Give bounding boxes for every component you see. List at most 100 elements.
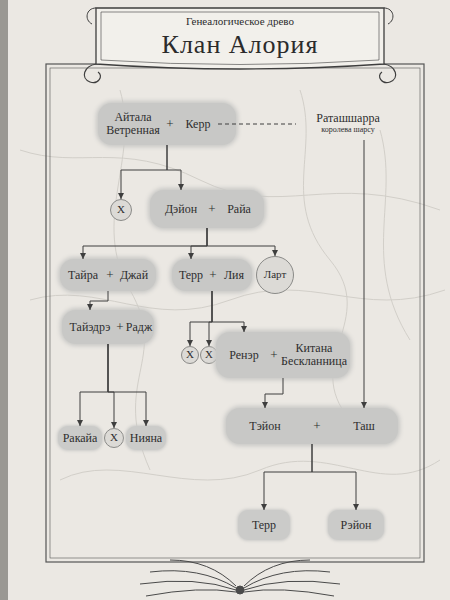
marriage-sign: +	[267, 332, 281, 378]
feather	[244, 581, 340, 590]
lineage-line	[121, 145, 167, 199]
person-name-text: Х	[205, 349, 213, 361]
person-circle: Х	[181, 346, 199, 364]
feather	[140, 581, 236, 590]
wings-ornament	[140, 560, 340, 596]
person-circle: Х	[110, 199, 132, 221]
marble-vein	[380, 130, 410, 340]
feather	[244, 571, 330, 588]
marriage-sign: +	[206, 259, 220, 291]
banner-curl	[87, 8, 96, 24]
frame-outer	[46, 64, 424, 562]
lineage-line	[364, 140, 365, 408]
person-name-text: Раташшарра	[316, 112, 380, 125]
person-name: Ренэр	[222, 332, 266, 378]
person-name-text: Дэйон	[165, 203, 197, 216]
frame-inner	[50, 68, 420, 558]
person-name-text: Ракайа	[63, 432, 98, 445]
lineage-line	[108, 344, 114, 428]
person-name-text: Китана Бескланница	[281, 342, 347, 367]
feather	[244, 560, 310, 586]
feather	[244, 590, 334, 596]
person-name-text: Райа	[227, 203, 251, 216]
person-name-text: Ренэр	[229, 349, 258, 362]
lineage-line	[83, 228, 207, 259]
marble-veins	[20, 90, 445, 480]
banner-body	[96, 8, 384, 69]
person-name-text: Рэйон	[341, 519, 372, 532]
marriage-sign: +	[310, 408, 324, 444]
connectors	[80, 124, 364, 510]
person-box: Рэйон	[328, 510, 384, 540]
person-name: Дэйон	[158, 190, 204, 228]
lineage-line	[312, 444, 356, 510]
lineage-line	[209, 291, 212, 346]
couple-box: +Айтала ВетреннаяКерр	[98, 103, 236, 145]
lineage-line	[207, 228, 275, 256]
diagram-title: Клан Алория	[100, 30, 380, 60]
person-circle: Ларт	[256, 256, 294, 294]
person-name-text: Тайэдрэ	[70, 321, 111, 334]
banner-inner	[101, 12, 379, 65]
person-name-text: Х	[110, 432, 118, 444]
couple-box: + Дэйон Райа	[150, 190, 264, 228]
person-name: Тэйон	[240, 408, 290, 444]
person-name-text: Лия	[224, 269, 244, 282]
person-circle: Х	[104, 428, 124, 448]
person-box: Нияна	[126, 426, 166, 450]
person-name: Керр	[178, 103, 218, 145]
person-name-text: Нияна	[130, 432, 162, 445]
marble-vein	[60, 460, 440, 480]
marriage-sign: +	[103, 259, 117, 291]
lineage-line	[167, 145, 181, 190]
lineage-line	[218, 124, 296, 125]
person-name: Тайэдрэ	[65, 310, 115, 344]
person-name-text: Х	[117, 204, 125, 216]
marble-vein	[30, 290, 445, 310]
person-name: Джай	[116, 259, 152, 291]
couple-box: + Тэйон Таш	[226, 408, 398, 444]
person-name: Китана Бескланница	[282, 332, 346, 378]
person-name-text: Тайра	[68, 269, 98, 282]
person-name-text: королева шарсу	[321, 126, 374, 134]
person-name-text: Таш	[353, 420, 375, 433]
person-name: Радж	[125, 310, 153, 344]
banner-curl	[384, 8, 393, 24]
banner-curl	[84, 64, 100, 83]
lineage-line	[212, 291, 244, 332]
person-box: Терр	[238, 510, 290, 540]
marriage-sign: +	[205, 190, 219, 228]
ornament-center	[236, 586, 244, 594]
person-name: Тайра	[62, 259, 104, 291]
person-name-text: Х	[186, 349, 194, 361]
feather	[150, 571, 236, 588]
lineage-line	[191, 228, 207, 259]
marriage-sign: +	[113, 310, 127, 344]
title-banner	[84, 8, 395, 83]
book-edge	[0, 0, 8, 600]
couple-box: + Ренэр Китана Бескланница	[216, 332, 350, 378]
lineage-line	[265, 378, 283, 408]
frame	[46, 64, 424, 562]
subtitle: Генеалогическое древо	[100, 15, 380, 27]
person-box: Ракайа	[58, 426, 102, 450]
lineage-line	[108, 344, 146, 426]
lineage-line	[90, 291, 108, 310]
founder-label: Раташшарракоролева шарсу	[296, 106, 400, 140]
person-name-text: Терр	[252, 519, 276, 532]
lineage-line	[80, 344, 108, 426]
couple-box: +ТеррЛия	[172, 259, 252, 291]
person-name: Лия	[220, 259, 248, 291]
person-name-text: Джай	[120, 269, 148, 282]
person-name: Таш	[344, 408, 384, 444]
person-name-text: Ларт	[264, 269, 287, 281]
person-name-text: Айтала Ветренная	[102, 111, 164, 136]
person-name-text: Керр	[186, 118, 211, 131]
lineage-line	[190, 291, 212, 346]
banner-curl	[380, 64, 396, 83]
couple-box: + Тайра Джай	[60, 259, 156, 291]
